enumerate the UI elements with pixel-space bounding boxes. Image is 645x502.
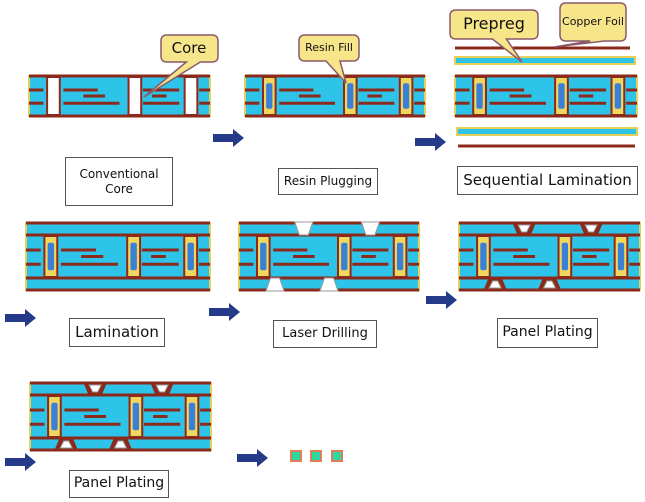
plated-via-center [59, 440, 74, 449]
resin-plug [266, 83, 273, 109]
callout-copper-foil: Copper Foil [562, 14, 624, 28]
callout-bubble [143, 34, 219, 98]
plated-via-center [584, 224, 598, 233]
arrow-icon [209, 303, 240, 321]
step-label-lamination: Lamination [69, 318, 165, 347]
resin-plug [347, 83, 354, 109]
resin-plug [396, 242, 404, 271]
arrow-icon [237, 449, 268, 467]
resin-plug [480, 242, 487, 271]
board-lamination [25, 221, 211, 292]
prepreg-layer [29, 382, 212, 396]
arrow-icon [415, 133, 446, 151]
prepreg-layer [25, 277, 211, 291]
board-resin-plugging [244, 74, 426, 118]
callout-bubble [449, 9, 539, 63]
laser-via [265, 277, 285, 292]
plated-via-center [517, 224, 531, 233]
step-label-resin-plugging: Resin Plugging [278, 168, 378, 195]
plated-via-center [542, 280, 557, 289]
laser-via [319, 277, 339, 292]
prepreg-layer [456, 127, 638, 136]
board-conventional-core [28, 74, 211, 118]
callout-prepreg-bubble [449, 9, 539, 63]
callout-prepreg: Prepreg [463, 14, 525, 34]
resin-plug [617, 242, 625, 271]
laser-via [360, 221, 381, 236]
resin-plug [561, 242, 569, 271]
board-panel-plating-1 [458, 221, 641, 292]
callout-copper-foil-bubble [553, 2, 627, 48]
callout-resin-fill-bubble [298, 34, 360, 84]
via-hole [46, 76, 61, 116]
prepreg-layer [454, 56, 636, 65]
resin-plug [402, 83, 410, 109]
callout-bubble [553, 2, 627, 48]
final-board-unit [290, 450, 302, 462]
resin-plug [188, 402, 196, 431]
plated-via-center [88, 384, 102, 393]
step-label-panel-plating-1: Panel Plating [497, 318, 598, 348]
laser-via [294, 221, 314, 236]
plated-via-center [113, 440, 128, 449]
board-laser-drilling [238, 221, 420, 292]
resin-plug [614, 83, 622, 109]
resin-plug [558, 83, 565, 109]
resin-plug [51, 402, 58, 431]
board-panel-plating-2 [29, 381, 212, 452]
resin-plug [341, 242, 348, 271]
resin-plug [260, 242, 267, 271]
resin-plug [476, 83, 483, 109]
callout-core: Core [171, 39, 207, 58]
arrow-icon [5, 453, 36, 471]
prepreg-layer [25, 222, 211, 236]
callout-bubble [298, 34, 360, 84]
prepreg-layer [458, 222, 641, 236]
callout-resin-fill: Resin Fill [305, 40, 353, 54]
step-label-sequential-lamination: Sequential Lamination [457, 166, 638, 195]
arrow-icon [5, 309, 36, 327]
step-label-conventional-core: Conventional Core [65, 157, 173, 206]
callout-core-bubble [143, 34, 219, 98]
plated-via-center [488, 280, 503, 289]
final-board-unit [331, 450, 343, 462]
step-label-laser-drilling: Laser Drilling [273, 320, 377, 348]
via-hole [127, 76, 143, 116]
arrow-icon [213, 129, 244, 147]
final-board-unit [310, 450, 322, 462]
resin-plug [130, 242, 137, 271]
resin-plug [187, 242, 194, 271]
plated-via-center [155, 384, 169, 393]
arrow-icon [426, 291, 457, 309]
resin-plug [47, 242, 55, 271]
prepreg-layer [238, 222, 420, 236]
resin-plug [132, 402, 140, 431]
step-label-panel-plating-2: Panel Plating [69, 470, 169, 498]
board-sequential-lamination [454, 46, 638, 148]
via-hole [183, 76, 199, 116]
